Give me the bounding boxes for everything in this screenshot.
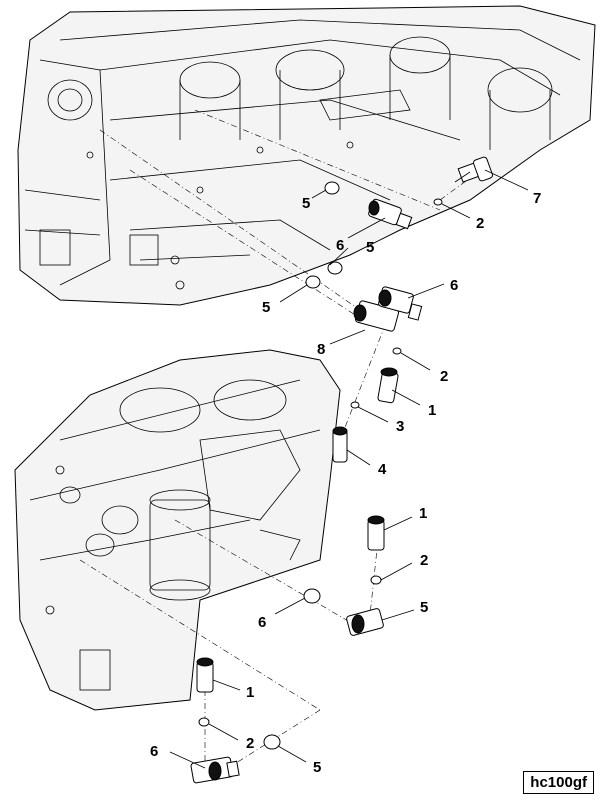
o-ring-part-2 (198, 717, 210, 727)
banjo-fitting-part-6 (368, 198, 413, 230)
o-ring-part-2 (433, 198, 443, 206)
o-ring-part-5 (324, 181, 340, 195)
callout-label: 2 (440, 368, 448, 385)
callout-label: 7 (533, 190, 541, 207)
figure-reference-code: hc100gf (523, 771, 594, 794)
callout-labels: 5 7 2 6 5 6 5 8 2 1 3 4 1 2 6 5 1 2 6 5 (150, 190, 541, 776)
lower-engine-view (14, 349, 341, 711)
callout-label: 2 (246, 735, 254, 752)
callout-label: 3 (396, 418, 404, 435)
callout-label: 2 (476, 215, 484, 232)
callout-label: 6 (150, 743, 158, 760)
adapter-part-1 (196, 657, 214, 693)
callout-label: 5 (313, 759, 321, 776)
o-ring-part-5 (303, 588, 321, 604)
callout-label: 1 (246, 684, 254, 701)
callout-label: 2 (420, 552, 428, 569)
callout-label: 5 (366, 239, 374, 256)
parts (190, 156, 493, 784)
adapter-part-4 (332, 426, 348, 463)
callout-label: 8 (317, 341, 325, 358)
o-ring-part-2 (392, 347, 402, 355)
o-ring-part-5 (263, 734, 281, 750)
callout-label: 1 (428, 402, 436, 419)
elbow-fitting-part-7 (454, 156, 493, 183)
callout-label: 5 (302, 195, 310, 212)
callout-label: 5 (420, 599, 428, 616)
callout-label: 6 (450, 277, 458, 294)
o-ring-part-5 (327, 261, 343, 275)
adapter-part-1 (367, 515, 385, 551)
washer-part-3 (350, 401, 360, 409)
callout-label: 1 (419, 505, 427, 522)
banjo-fitting-part-8 (353, 286, 423, 332)
leader-lines (169, 169, 529, 769)
banjo-fitting-part-6 (190, 756, 240, 784)
callout-label: 6 (336, 237, 344, 254)
banjo-fitting-part-6 (346, 608, 384, 636)
callout-label: 6 (258, 614, 266, 631)
adapter-part-1 (377, 367, 399, 404)
callout-label: 5 (262, 299, 270, 316)
o-ring-part-2 (370, 575, 382, 585)
o-ring-part-5 (305, 275, 321, 289)
callout-label: 4 (378, 461, 387, 478)
